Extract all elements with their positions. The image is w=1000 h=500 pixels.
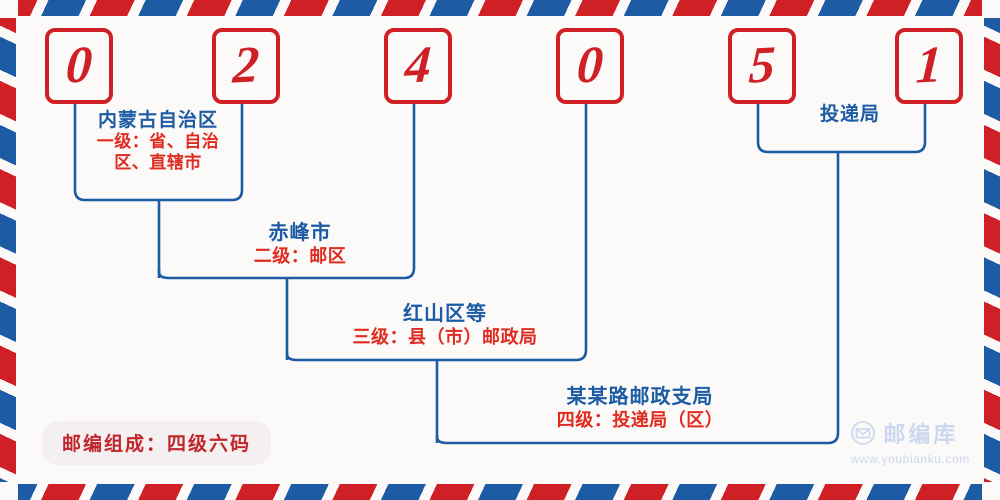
digit-glyph: 4: [403, 36, 433, 95]
level-3-title: 红山区等: [403, 303, 487, 325]
digit-glyph: 0: [64, 36, 94, 95]
corner-mask-bottom-left: [0, 482, 18, 500]
status-badge: 邮编组成：四级六码: [42, 421, 272, 465]
corner-mask-bottom-right: [982, 482, 1000, 500]
watermark-brand: 邮编库: [883, 422, 959, 447]
level-4-label: 某某路邮政支局 四级：投递局（区）: [470, 386, 810, 432]
level-3-subtitle: 三级：县（市）邮政局: [352, 326, 538, 347]
delivery-office-label: 投递局: [760, 104, 940, 126]
postcode-digit-3[interactable]: 4: [384, 28, 452, 104]
postcode-digit-4[interactable]: 0: [556, 28, 624, 104]
level-2-title: 赤峰市: [268, 222, 332, 244]
level-1-subtitle: 一级：省、自治区、直辖市: [96, 132, 220, 173]
bracket-delivery: [756, 96, 927, 154]
envelope-circle-icon: [850, 420, 876, 450]
postcode-digit-1[interactable]: 0: [45, 28, 113, 104]
level-1-title: 内蒙古自治区: [97, 110, 218, 131]
digit-glyph: 2: [231, 36, 261, 95]
watermark-row: 邮编库: [850, 420, 970, 450]
airmail-border-bottom: [0, 484, 1000, 500]
airmail-border-left: [0, 0, 16, 500]
postcode-digit-2[interactable]: 2: [212, 28, 280, 104]
postcode-digit-6[interactable]: 1: [895, 28, 963, 104]
digit-glyph: 0: [575, 36, 605, 95]
bracket-level4: [435, 152, 840, 445]
postcode-digit-5[interactable]: 5: [728, 28, 796, 104]
corner-mask-top-right: [982, 0, 1000, 18]
airmail-border-top: [0, 0, 1000, 16]
watermark-url: www.youbianku.com: [850, 452, 970, 466]
level-1-label: 内蒙古自治区 一级：省、自治区、直辖市: [78, 110, 238, 174]
level-4-title: 某某路邮政支局: [566, 386, 714, 408]
watermark: 邮编库 www.youbianku.com: [850, 420, 970, 466]
level-4-subtitle: 四级：投递局（区）: [556, 409, 724, 430]
level-2-subtitle: 二级：邮区: [253, 245, 347, 266]
airmail-border-right: [984, 0, 1000, 500]
level-2-label: 赤峰市 二级：邮区: [200, 222, 400, 268]
corner-mask-top-left: [0, 0, 18, 18]
level-3-label: 红山区等 三级：县（市）邮政局: [320, 303, 570, 349]
digit-glyph: 1: [914, 36, 944, 95]
digit-glyph: 5: [747, 36, 777, 95]
delivery-office-title: 投递局: [819, 104, 880, 125]
